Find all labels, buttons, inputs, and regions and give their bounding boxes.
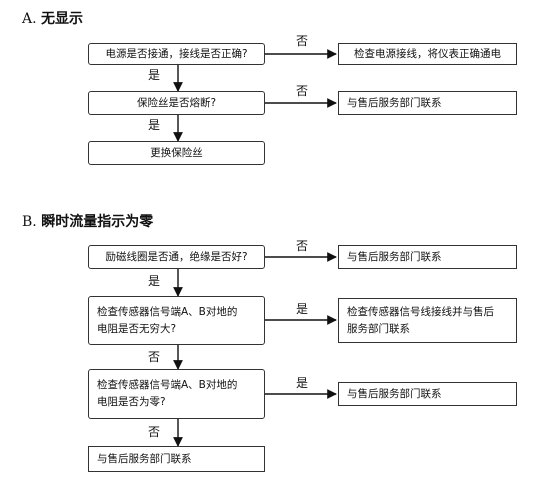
a-question-power-text: 电源是否接通，接线是否正确? <box>105 47 248 60</box>
b-question-infinite-resistance: 检查传感器信号端A、B对地的 电阻是否无穷大? <box>88 296 265 345</box>
a-question-power: 电源是否接通，接线是否正确? <box>88 43 265 65</box>
b-q3-no-label: 否 <box>148 425 161 439</box>
b-result-contact-service-2: 与售后服务部门联系 <box>338 382 517 406</box>
b-q1-yes-label: 是 <box>148 274 161 288</box>
b-result-contact-service-1: 与售后服务部门联系 <box>338 245 517 269</box>
b-question-coil: 励磁线圈是否通，绝缘是否好? <box>88 245 265 269</box>
b-result-contact-service-1-text: 与售后服务部门联系 <box>347 250 442 263</box>
b-question-infinite-line2: 电阻是否无穷大? <box>97 322 177 335</box>
b-result-check-signal-wiring-line1: 检查传感器信号线接线并与售后 <box>347 305 494 318</box>
b-q3-yes-label: 是 <box>296 376 309 390</box>
b-question-coil-text: 励磁线圈是否通，绝缘是否好? <box>105 250 248 263</box>
b-q1-no-label: 否 <box>296 239 309 253</box>
section-a-title: 无显示 <box>41 11 84 27</box>
a-result-check-power-text: 检查电源接线，将仪表正确通电 <box>354 47 501 60</box>
a-q1-no-label: 否 <box>296 34 309 48</box>
a-action-replace-fuse-text: 更换保险丝 <box>150 146 203 159</box>
a-result-check-power: 检查电源接线，将仪表正确通电 <box>338 43 517 65</box>
b-question-zero-line2: 电阻是否为零? <box>97 396 166 408</box>
a-question-fuse-text: 保险丝是否熔断? <box>136 96 217 109</box>
section-b-title: 瞬时流量指示为零 <box>41 214 154 230</box>
b-result-contact-service-final-text: 与售后服务部门联系 <box>97 452 192 465</box>
section-a-letter: A. <box>22 11 37 27</box>
a-q2-yes-label: 是 <box>148 118 161 132</box>
b-question-zero-resistance: 检查传感器信号端A、B对地的 电阻是否为零? <box>88 369 265 419</box>
b-question-zero-line1: 检查传感器信号端A、B对地的 <box>97 379 238 391</box>
b-q2-yes-label: 是 <box>296 302 309 316</box>
a-result-contact-service: 与售后服务部门联系 <box>338 91 517 115</box>
b-result-contact-service-final: 与售后服务部门联系 <box>88 446 265 472</box>
b-result-contact-service-2-text: 与售后服务部门联系 <box>347 387 442 400</box>
a-q2-no-label: 否 <box>296 84 309 98</box>
section-b-heading: B. 瞬时流量指示为零 <box>22 213 153 231</box>
b-result-check-signal-wiring: 检查传感器信号线接线并与售后 服务部门联系 <box>338 298 517 343</box>
section-a-heading: A. 无显示 <box>22 10 83 28</box>
a-q1-yes-label: 是 <box>148 68 161 82</box>
a-action-replace-fuse: 更换保险丝 <box>88 141 265 165</box>
section-b-letter: B. <box>22 214 37 230</box>
a-question-fuse: 保险丝是否熔断? <box>88 91 265 115</box>
a-result-contact-service-text: 与售后服务部门联系 <box>347 96 442 109</box>
b-q2-no-label: 否 <box>148 350 161 364</box>
b-question-infinite-line1: 检查传感器信号端A、B对地的 <box>97 305 238 318</box>
b-result-check-signal-wiring-line2: 服务部门联系 <box>347 322 410 335</box>
